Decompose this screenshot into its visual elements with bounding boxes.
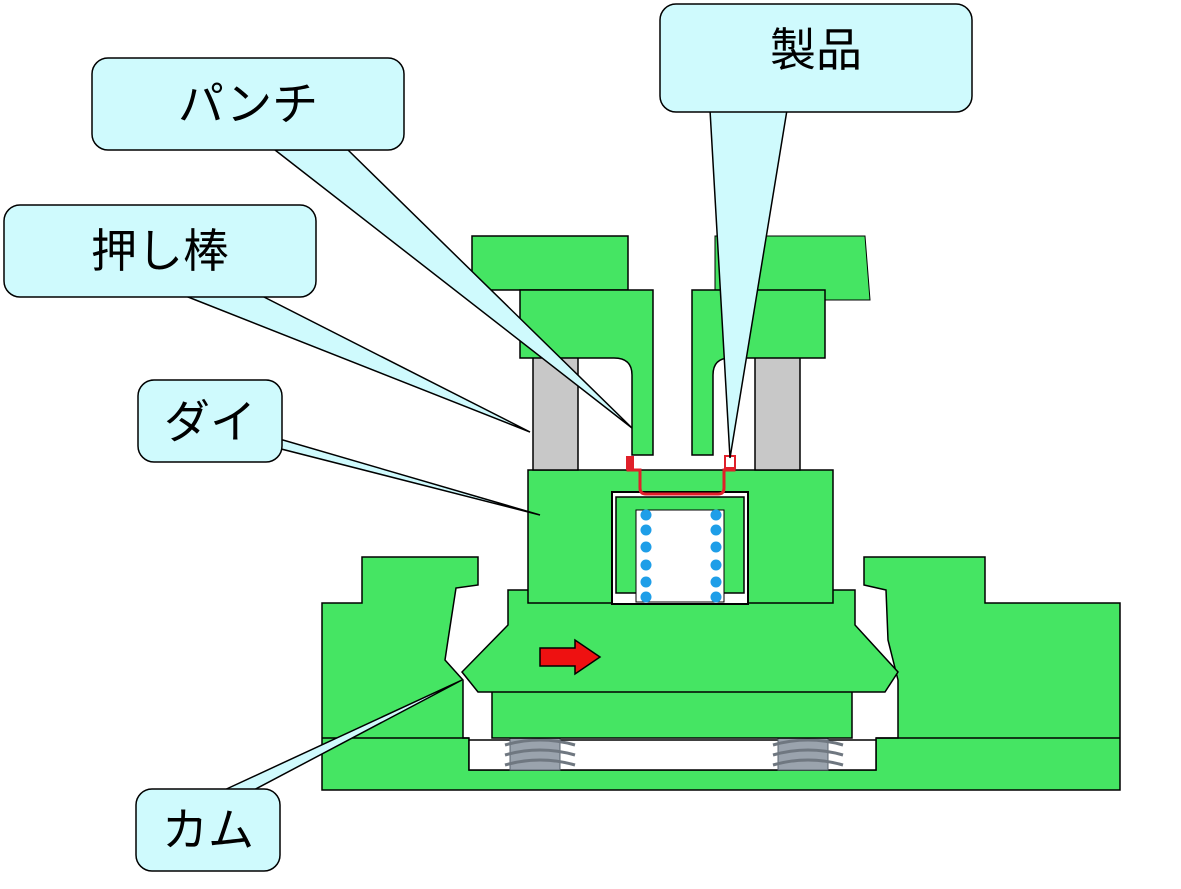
callout-die: ダイ <box>137 379 283 463</box>
callout-punch-label: パンチ <box>178 77 318 131</box>
callout-punch: パンチ <box>91 57 405 151</box>
product-part <box>626 458 736 496</box>
callout-product: 製品 <box>659 3 973 113</box>
callout-tails <box>182 109 788 793</box>
callout-die-label: ダイ <box>164 395 256 449</box>
punch-left <box>519 289 654 456</box>
callout-push-rod-label: 押し棒 <box>91 224 229 278</box>
callout-push-rod: 押し棒 <box>3 204 317 298</box>
upper-plate-left <box>471 235 629 291</box>
spring-balls-right <box>710 509 722 603</box>
cam-lower-block <box>491 689 853 739</box>
cam <box>460 589 899 693</box>
callout-cam-label: カム <box>162 803 254 857</box>
spring-balls-left <box>640 509 652 603</box>
right-arrow-icon <box>539 638 602 676</box>
callout-cam: カム <box>135 788 281 872</box>
push-rod-inner <box>635 509 725 603</box>
callout-product-label: 製品 <box>770 23 862 77</box>
guide-post-right <box>754 354 801 471</box>
